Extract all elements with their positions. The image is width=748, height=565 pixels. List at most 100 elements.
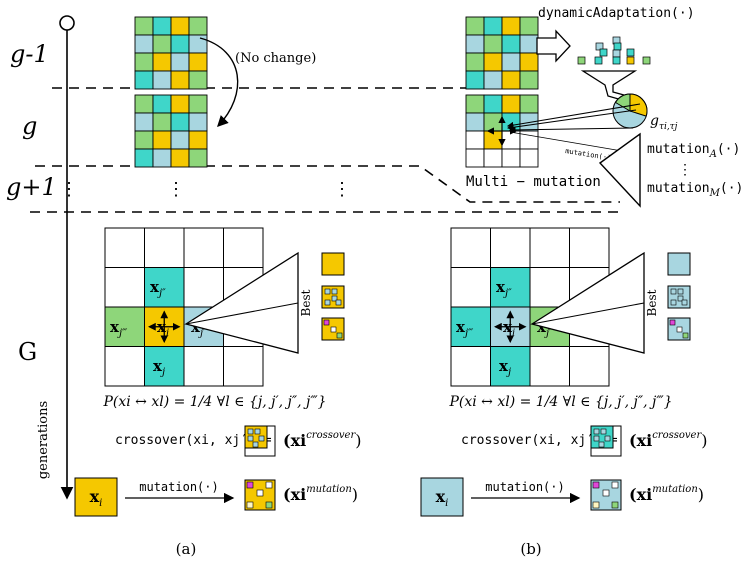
population-cell [450, 267, 491, 308]
grid-cell [152, 34, 172, 54]
population-cell [144, 346, 185, 387]
mutation-input-square [74, 477, 118, 517]
label-x-j3: xj‴ [456, 318, 474, 339]
gene-mark [670, 299, 677, 306]
mutation-input-label: xi [436, 487, 449, 509]
crossover-result-label: (xicrossover) [629, 430, 707, 450]
grid-cell [465, 70, 485, 90]
grid-generation-g-right [465, 94, 539, 168]
gene-mark [676, 326, 683, 333]
dots-middle-2: ⋮ [333, 179, 351, 200]
grid-cell [465, 148, 485, 168]
gene-mark [602, 489, 610, 497]
population-cell [529, 346, 570, 387]
no-change-arrow [199, 37, 239, 128]
gene-mark [246, 501, 254, 509]
mutation-result-label: (ximutation) [283, 484, 358, 504]
crossover-formula: crossover(xi, xj′) = [115, 433, 272, 448]
gene-mark [682, 332, 689, 339]
grid-cell [501, 70, 521, 90]
gene-mark [252, 441, 259, 448]
grid-cell [170, 52, 190, 72]
grid-cell [134, 112, 154, 132]
grid-cell [483, 130, 503, 150]
pyramid-square [612, 49, 621, 58]
gene-mark [592, 501, 600, 509]
grid-cell [501, 112, 521, 132]
grid-cell [152, 130, 172, 150]
population-cell [450, 306, 491, 347]
grid-cell [483, 16, 503, 36]
grid-cell [483, 52, 503, 72]
mutation-M-label: mutationM(·) [647, 181, 743, 199]
population-cell [183, 267, 224, 308]
grid-cell [465, 34, 485, 54]
grid-cell [465, 112, 485, 132]
grid-cell [519, 130, 539, 150]
grid-generation-g-minus-1-right [465, 16, 539, 90]
population-cell [183, 346, 224, 387]
gene-mark [593, 435, 600, 442]
grid-cell [483, 34, 503, 54]
gene-mark [592, 481, 600, 489]
population-cell [144, 227, 185, 268]
gene-mark [593, 428, 600, 435]
grid-cell [501, 148, 521, 168]
caption-b: (b) [520, 540, 541, 558]
population-cell [183, 227, 224, 268]
label-x-i: xi [503, 318, 515, 339]
best-candidate-1 [321, 252, 345, 276]
grid-cell [170, 70, 190, 90]
grid-cell [188, 70, 208, 90]
grid-cell [483, 70, 503, 90]
pyramid-square [626, 48, 635, 57]
grid-cell [501, 16, 521, 36]
gene-mark [331, 288, 338, 295]
multi-mutation-label: Multi − mutation [466, 174, 601, 190]
label-x-i: xi [157, 318, 169, 339]
grid-generation-g-left [134, 94, 208, 168]
pyramid-square [612, 56, 621, 65]
label-x-j: xj [499, 357, 511, 378]
pyramid-square [577, 56, 586, 65]
grid-cell [170, 16, 190, 36]
grid-cell [152, 148, 172, 168]
grid-cell [170, 130, 190, 150]
gene-mark [324, 288, 331, 295]
label-G: G [18, 338, 37, 366]
grid-cell [170, 148, 190, 168]
grid-cell [483, 94, 503, 114]
grid-cell [170, 94, 190, 114]
gene-mark [611, 481, 619, 489]
label-x-j3: xj‴ [110, 318, 128, 339]
g-tau-label: gτi,τj [650, 113, 678, 132]
label-x-j2: xj″ [150, 278, 166, 299]
grid-generation-g-minus-1-left [134, 16, 208, 90]
population-cell [529, 267, 570, 308]
population-cell [223, 346, 264, 387]
mutation-small-arrow [509, 131, 629, 153]
gene-mark [681, 299, 688, 306]
grid-cell [188, 16, 208, 36]
label-generations: generations [36, 401, 51, 479]
grid-cell [188, 94, 208, 114]
grid-cell [501, 130, 521, 150]
grid-cell [465, 16, 485, 36]
probability-formula: P(xi ↔ xl) = 1/4 ∀l ∈ {j, j′, j″, j‴} [102, 394, 326, 410]
dynamic-adaptation-label: dynamicAdaptation(·) [538, 6, 695, 21]
best-label: Best [645, 289, 659, 316]
mutation-input-label: xi [90, 487, 103, 509]
grid-cell [501, 52, 521, 72]
gene-mark [247, 428, 254, 435]
mutation-vdots: ⋮ [678, 162, 692, 178]
mutation-label: mutation(·) [139, 480, 218, 494]
no-change-label: (No change) [235, 51, 316, 66]
population-cell [569, 346, 610, 387]
population-cell [569, 227, 610, 268]
timeline-axis [59, 15, 75, 500]
gene-mark [600, 428, 607, 435]
grid-cell [134, 34, 154, 54]
gene-mark [265, 501, 273, 509]
best-line [185, 302, 299, 325]
